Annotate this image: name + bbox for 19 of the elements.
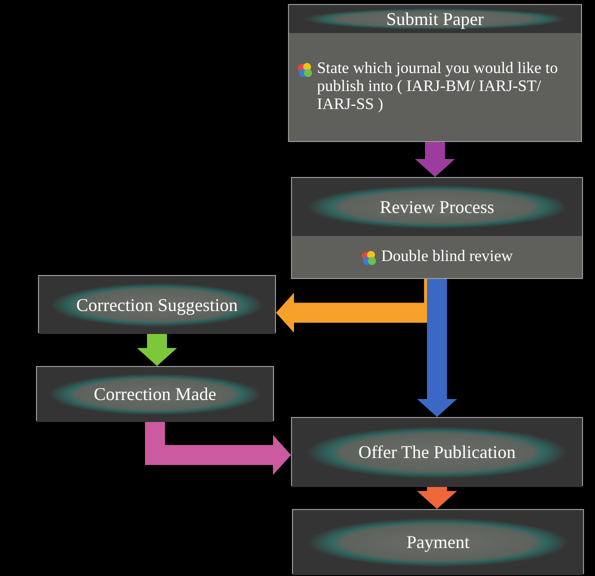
box-title: Correction Made bbox=[94, 384, 216, 405]
bullet-text: State which journal you would like to publish into ( IARJ-BM/ IARJ-ST/ IARJ-SS ) bbox=[317, 60, 559, 114]
process-box bbox=[288, 4, 582, 142]
bullet-text: Double blind review bbox=[381, 248, 513, 266]
process-box bbox=[291, 177, 583, 279]
process-box bbox=[292, 509, 584, 574]
arrow bbox=[145, 421, 291, 475]
box-title: Submit Paper bbox=[386, 8, 484, 30]
box-title: Review Process bbox=[380, 196, 494, 218]
process-box bbox=[36, 366, 274, 421]
arrow bbox=[417, 486, 457, 509]
box-title: Offer The Publication bbox=[358, 442, 516, 463]
box-title: Payment bbox=[406, 532, 470, 553]
process-box bbox=[38, 275, 276, 333]
arrow bbox=[137, 333, 177, 366]
box-title: Correction Suggestion bbox=[76, 294, 238, 316]
process-box bbox=[291, 417, 583, 486]
arrow bbox=[417, 279, 457, 417]
arrow bbox=[415, 142, 455, 177]
